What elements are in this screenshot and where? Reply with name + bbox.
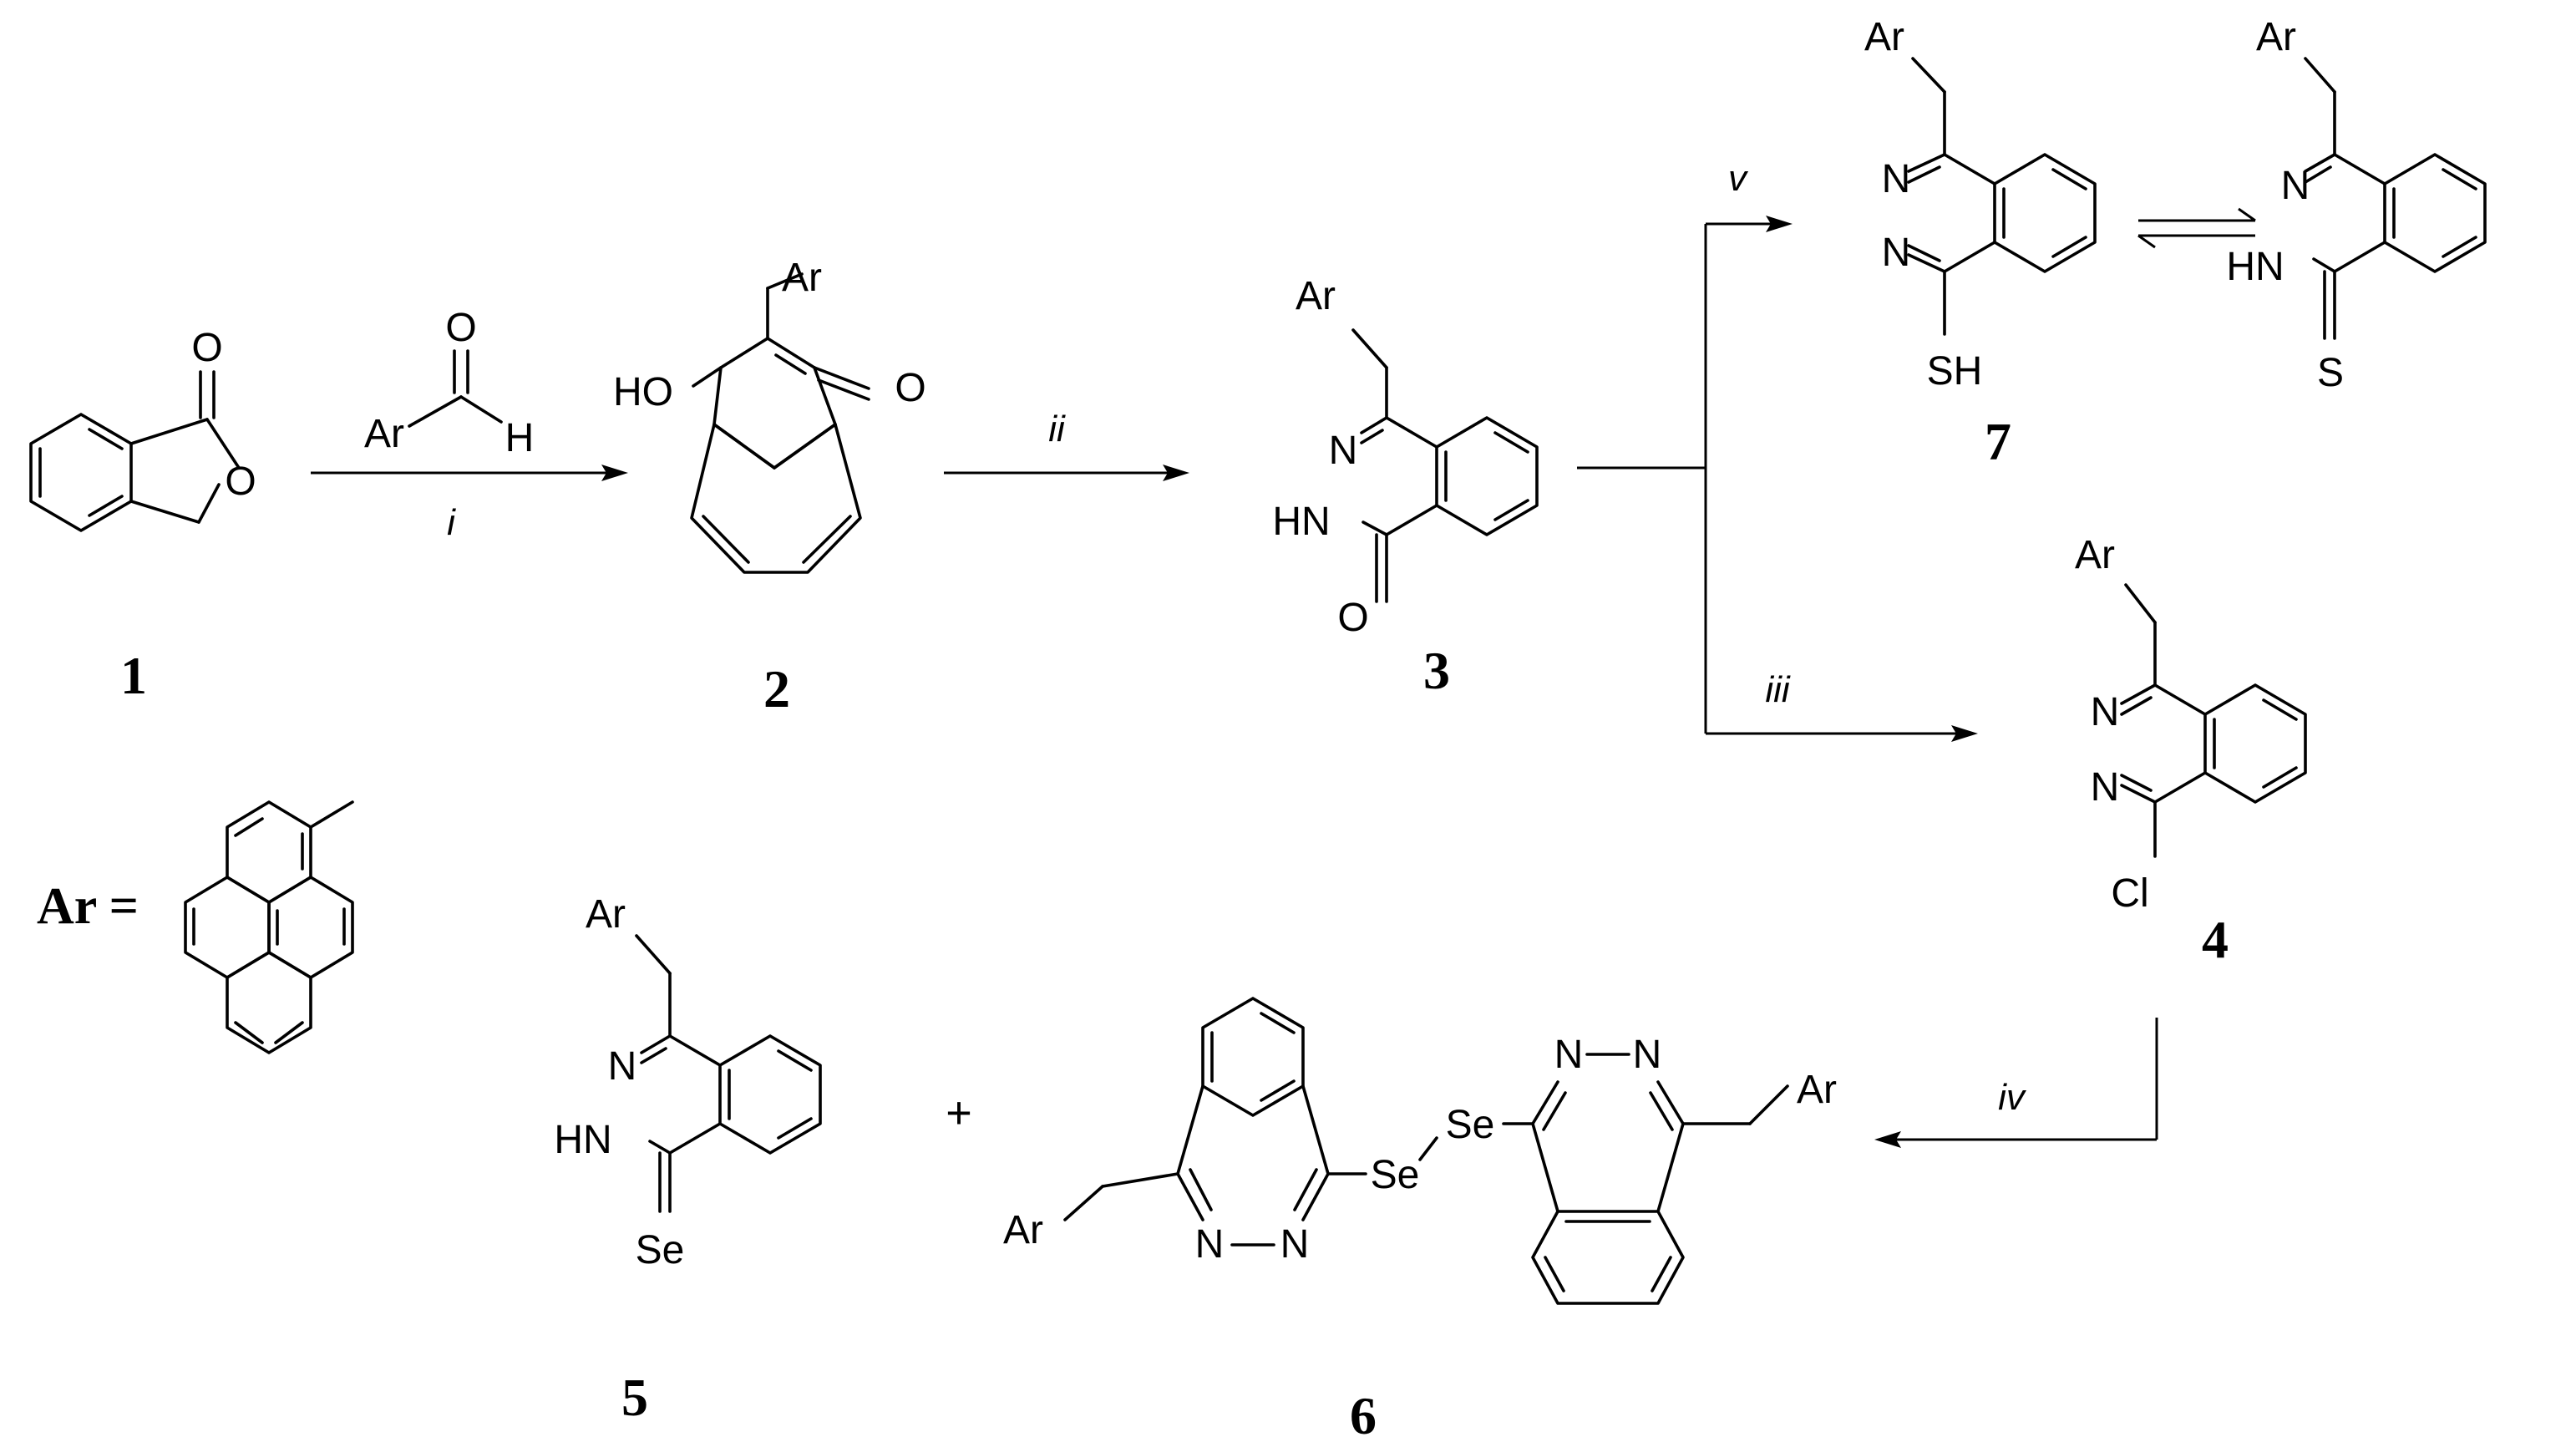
arrowhead	[1874, 1131, 1901, 1148]
condition-v: v	[1728, 158, 1749, 199]
ar-definition-label: Ar =	[37, 878, 139, 935]
atom-ar: Ar	[2256, 15, 2296, 59]
arrowhead	[1163, 465, 1189, 481]
condition-iii: iii	[1765, 669, 1791, 710]
atom-o: O	[445, 306, 476, 350]
atom-ar: Ar	[2075, 533, 2115, 577]
atom-n: N	[2091, 690, 2120, 734]
atom-ho: HO	[613, 370, 673, 414]
atom-n: N	[1280, 1222, 1310, 1267]
atom-n: N	[2281, 164, 2310, 208]
compound-label-1: 1	[120, 646, 147, 705]
arrowhead	[601, 465, 628, 481]
atom-se: Se	[1446, 1103, 1495, 1147]
plus-sign: +	[946, 1088, 972, 1138]
atom-ar: Ar	[364, 412, 404, 456]
compound-label-7: 7	[1985, 412, 2011, 471]
compound-label-5: 5	[621, 1368, 648, 1427]
atom-hn: HN	[2226, 245, 2284, 289]
atom-o: O	[225, 460, 256, 504]
reagent-archo: O Ar H	[364, 306, 534, 460]
condition-i: i	[447, 502, 456, 543]
condition-iv: iv	[1998, 1077, 2027, 1118]
atom-hn: HN	[554, 1118, 611, 1162]
compound-7-structure: Ar N N SH	[1864, 15, 2097, 394]
atom-o: O	[1337, 596, 1368, 640]
compound-2-structure: Ar O HO	[613, 256, 926, 574]
compound-3-structure: N HN O Ar	[1272, 274, 1539, 640]
atom-n: N	[1195, 1222, 1225, 1267]
pyrene-structure	[184, 800, 354, 1054]
atom-se: Se	[636, 1228, 685, 1272]
atom-n: N	[608, 1044, 637, 1089]
atom-o: O	[895, 366, 925, 410]
atom-cl: Cl	[2111, 871, 2148, 916]
compound-5-structure: Ar N HN Se	[554, 892, 822, 1272]
condition-ii: ii	[1048, 409, 1066, 449]
compound-label-6: 6	[1350, 1386, 1377, 1437]
atom-n: N	[1882, 157, 1911, 201]
atom-ar: Ar	[1797, 1068, 1837, 1112]
atom-ar: Ar	[1003, 1208, 1043, 1252]
equilibrium-arrows	[2137, 207, 2256, 249]
atom-ar: Ar	[586, 892, 626, 937]
atom-h: H	[505, 416, 535, 460]
atom-ar: Ar	[1296, 274, 1336, 318]
arrowhead	[1951, 725, 1978, 742]
compound-label-2: 2	[763, 659, 790, 718]
compound-label-4: 4	[2202, 910, 2229, 969]
branch-connector	[1577, 224, 1707, 734]
atom-o: O	[191, 326, 222, 370]
atom-se: Se	[1371, 1153, 1420, 1197]
atom-n: N	[1329, 429, 1358, 473]
atom-sh: SH	[1927, 349, 1983, 394]
atom-s: S	[2317, 351, 2344, 395]
atom-n: N	[2091, 765, 2120, 810]
compound-6-structure: Ar N N Se Se N N Ar	[1003, 997, 1837, 1305]
atom-n: N	[1633, 1033, 1662, 1077]
atom-n: N	[1882, 231, 1911, 275]
atom-ar: Ar	[782, 256, 822, 300]
atom-ar: Ar	[1864, 15, 1904, 59]
reaction-arrow-iv	[1886, 1018, 2158, 1141]
compound-label-3: 3	[1423, 641, 1450, 700]
arrowhead	[1766, 216, 1793, 232]
compound-1-structure: O O	[29, 326, 256, 532]
atom-n: N	[1554, 1033, 1584, 1077]
atom-hn: HN	[1272, 500, 1330, 544]
compound-7-thione-structure: Ar N HN S	[2226, 15, 2487, 395]
compound-4-structure: Ar N N Cl	[2075, 533, 2307, 916]
